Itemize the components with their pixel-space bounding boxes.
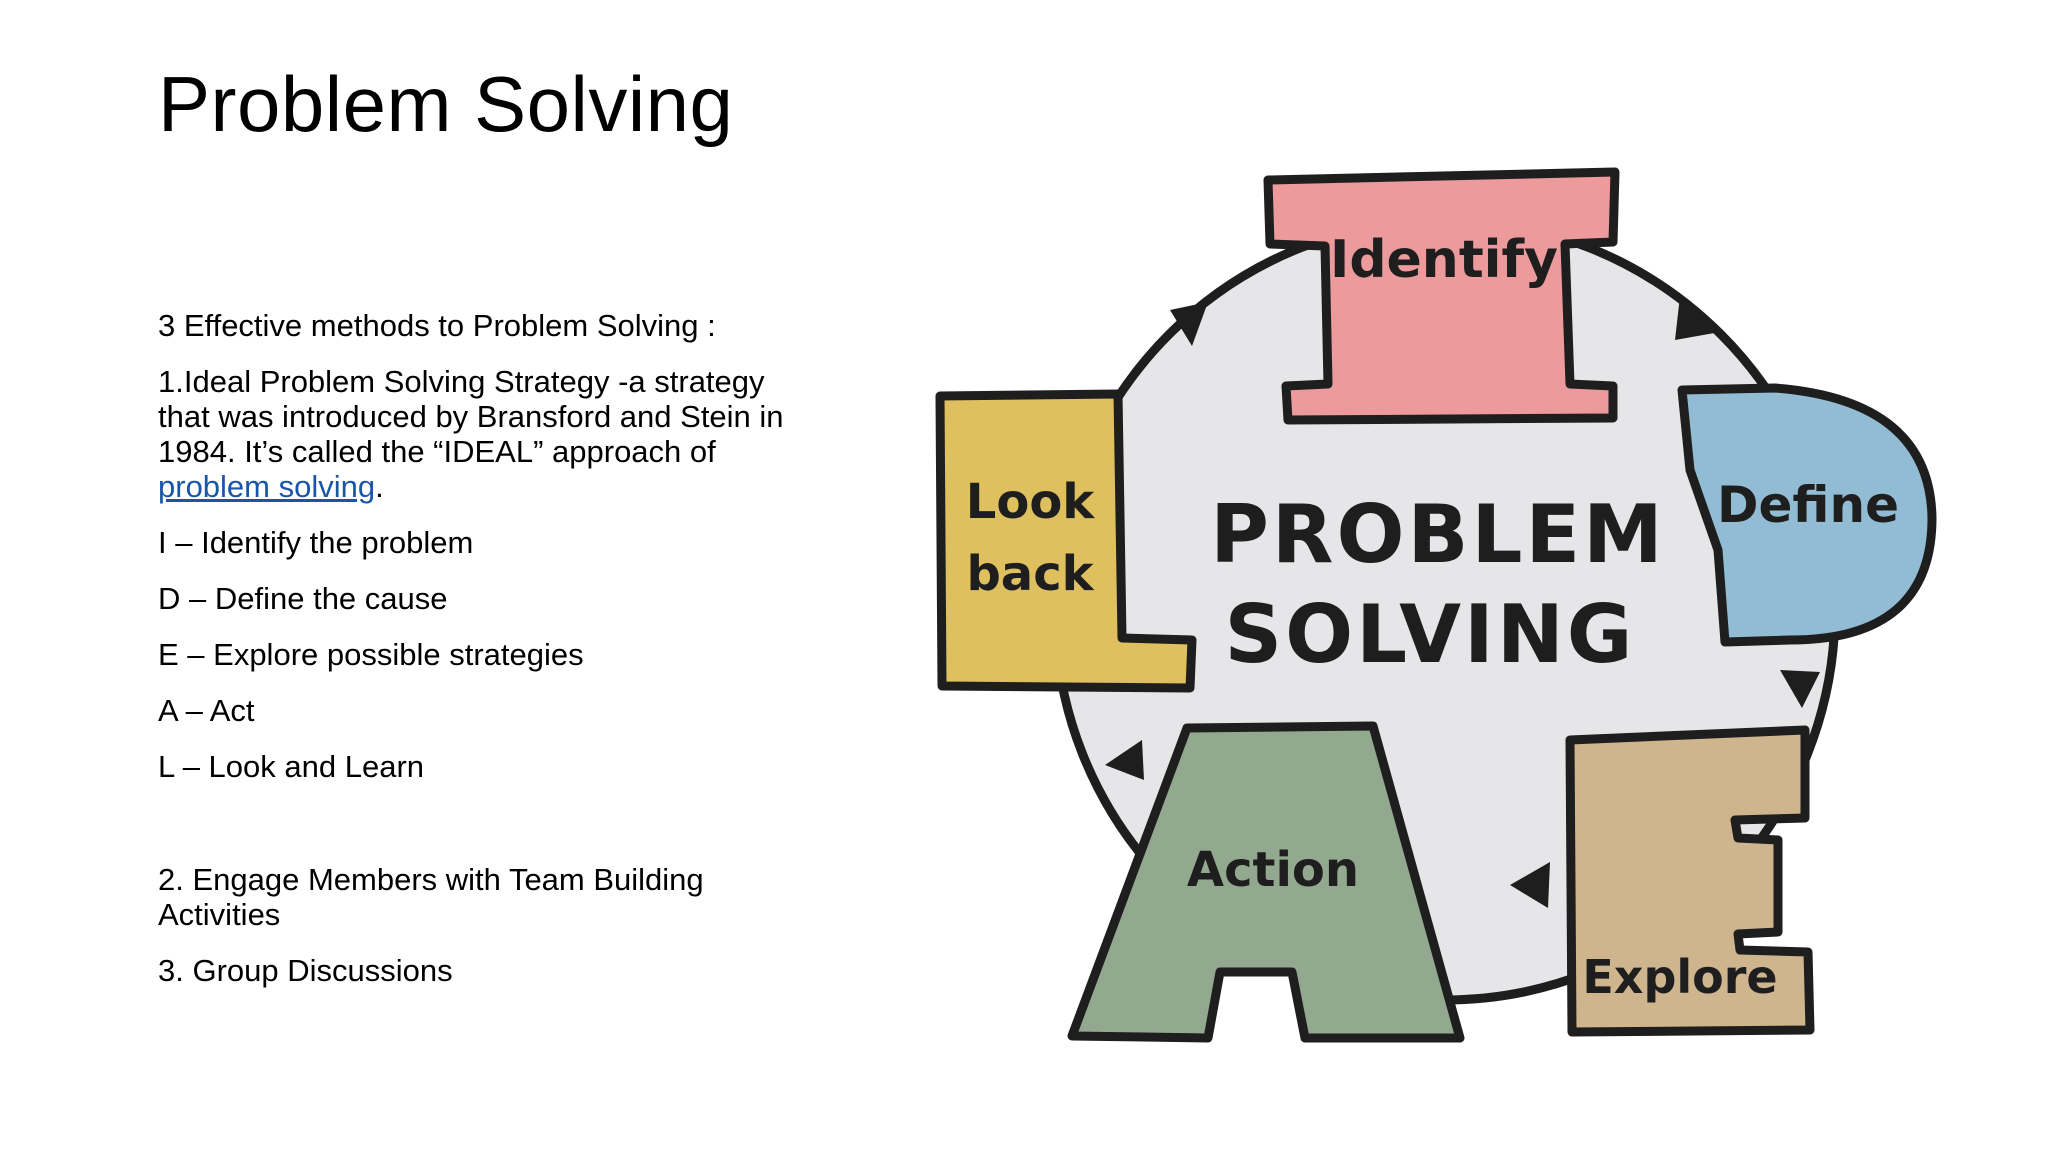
ideal-step-look: L – Look and Learn (158, 749, 425, 784)
arrow-icon (1105, 740, 1144, 780)
ideal-step-explore: E – Explore possible strategies (158, 637, 584, 672)
action-shape (1067, 721, 1465, 1043)
method-2-text: 2. Engage Members with Team Building Act… (158, 862, 704, 932)
arrow-icon (1675, 296, 1720, 340)
arrow-icon (1510, 862, 1550, 908)
method-1-text: 1.Ideal Problem Solving Strategy -a stra… (158, 364, 818, 504)
look-back-label-line2: back (966, 546, 1094, 602)
ideal-step-act: A – Act (158, 693, 255, 728)
center-title-line1: PROBLEM (1210, 488, 1665, 581)
problem-solving-link[interactable]: problem solving (158, 469, 376, 504)
center-title-line2: SOLVING (1225, 588, 1636, 681)
explore-shape (1565, 725, 1815, 1037)
explore-label: Explore (1582, 950, 1777, 1004)
method-1-period: . (375, 469, 384, 504)
spacer (158, 805, 818, 862)
arrow-icon (1780, 670, 1820, 708)
identify-shape (1263, 167, 1620, 425)
method-1-description: 1.Ideal Problem Solving Strategy -a stra… (158, 364, 784, 469)
look-back-shape (935, 389, 1197, 693)
ideal-step-identify: I – Identify the problem (158, 525, 474, 560)
ideal-diagram-svg: Identify Define Explore Action Look back… (935, 167, 1937, 1043)
identify-label: Identify (1330, 230, 1558, 290)
action-label: Action (1187, 842, 1359, 898)
arrow-icon (1170, 302, 1208, 346)
slide-title: Problem Solving (158, 60, 734, 148)
ideal-diagram: Identify Define Explore Action Look back… (920, 150, 1960, 1070)
define-shape (1677, 383, 1937, 647)
method-3-text: 3. Group Discussions (158, 953, 453, 988)
slide-body: 3 Effective methods to Problem Solving :… (158, 308, 818, 1009)
ideal-step-define: D – Define the cause (158, 581, 448, 616)
look-back-label-line1: Look (966, 474, 1096, 530)
intro-text: 3 Effective methods to Problem Solving : (158, 308, 716, 343)
define-label: Define (1717, 476, 1899, 534)
